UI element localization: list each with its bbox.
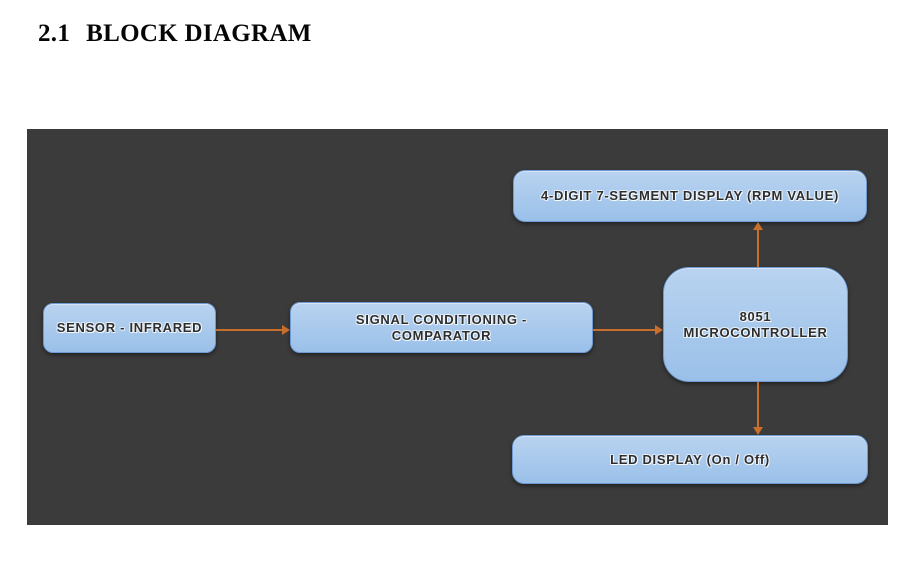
node-8051-microcontroller: 8051 MICROCONTROLLER xyxy=(663,267,848,382)
node-sensor-infrared: SENSOR - INFRARED xyxy=(43,303,216,353)
arrow-mcu-to-display xyxy=(753,222,763,267)
node-label: 4-DIGIT 7-SEGMENT DISPLAY (RPM VALUE) xyxy=(541,188,839,203)
section-heading: 2.1 BLOCK DIAGRAM xyxy=(38,20,312,48)
node-label-line1: 8051 xyxy=(739,308,772,324)
node-label-line1: SIGNAL CONDITIONING - xyxy=(355,311,528,327)
node-led-display: LED DISPLAY (On / Off) xyxy=(512,435,868,484)
node-label: LED DISPLAY (On / Off) xyxy=(610,451,770,467)
node-label-line2: MICROCONTROLLER xyxy=(683,324,828,340)
node-7segment-display: 4-DIGIT 7-SEGMENT DISPLAY (RPM VALUE) xyxy=(513,170,867,222)
arrow-mcu-to-led xyxy=(753,382,763,435)
block-diagram-panel: SENSOR - INFRARED SIGNAL CONDITIONING - … xyxy=(27,129,888,525)
node-signal-conditioning-comparator: SIGNAL CONDITIONING - COMPARATOR xyxy=(290,302,593,353)
section-title: BLOCK DIAGRAM xyxy=(86,20,312,47)
section-number: 2.1 xyxy=(38,20,71,47)
arrow-sensor-to-signal xyxy=(216,325,290,335)
arrow-signal-to-mcu xyxy=(593,325,663,335)
node-label: SENSOR - INFRARED xyxy=(56,320,203,335)
node-label-line2: COMPARATOR xyxy=(391,327,492,343)
